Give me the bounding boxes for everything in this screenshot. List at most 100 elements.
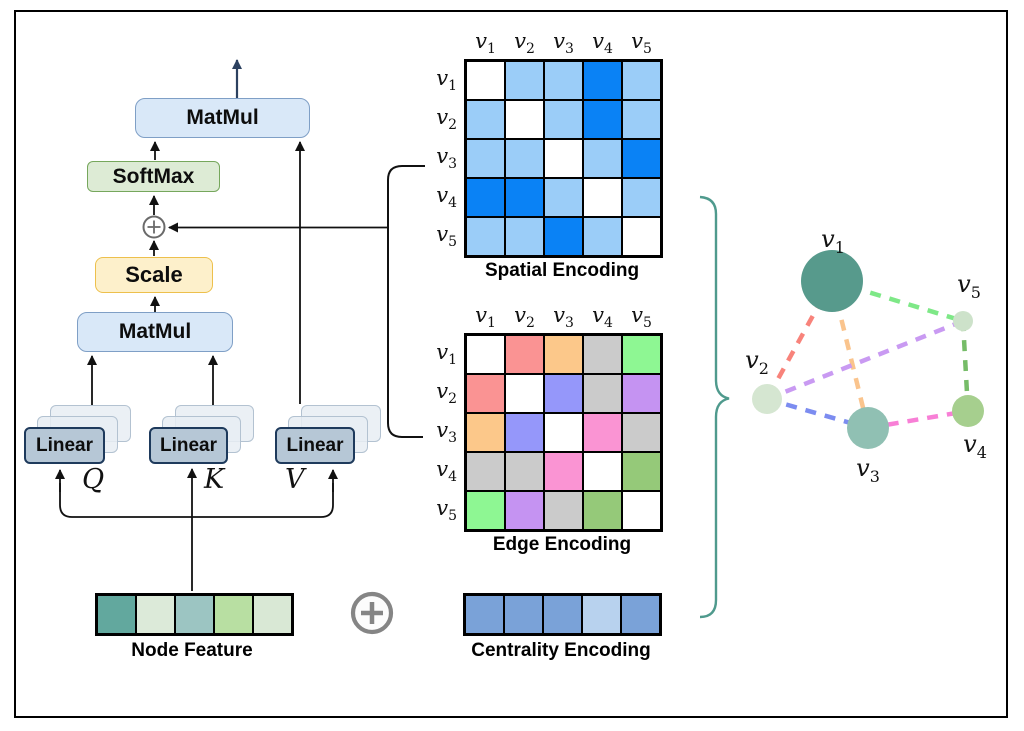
matrix-row-header: v2 [425,374,464,413]
vertex-label: v1 [475,302,496,331]
matrix-cell [583,217,622,256]
vertex-label: v5 [436,496,457,525]
matrix-row-header: v4 [425,452,464,491]
matmul-bottom-box: MatMul [77,312,233,352]
graph-node-v5 [953,311,973,331]
matrix-cell [622,139,661,178]
matrix-column-header: v4 [583,29,622,57]
matrix-column-header: v2 [505,302,544,331]
strip-cell [253,595,292,634]
matrix-cell [583,374,622,413]
matrix-cell [466,178,505,217]
matrix-cell [583,452,622,491]
qkv-fanout-curve [59,483,334,518]
strip-cell [175,595,214,634]
matrix-cell [466,374,505,413]
vertex-label: v3 [436,418,457,447]
matrix-column-header: v3 [544,29,583,57]
matrix-row-header: v5 [425,217,464,256]
matrix-cell [544,100,583,139]
matrix-cell [544,139,583,178]
matrix-cell [505,335,544,374]
strip-cell [582,595,621,634]
linear-v-box: Linear [275,427,355,464]
linear-k-label: Linear [159,434,218,456]
vertex-label: v5 [436,222,457,251]
vertex-label: v2 [514,28,535,57]
matrix-cell [505,139,544,178]
matrix-cell [544,335,583,374]
vertex-label: v2 [514,302,535,331]
matrix-cell [466,217,505,256]
matmul-top-label: MatMul [186,106,259,129]
add-icon-large [350,591,394,635]
matrix-row-header: v2 [425,100,464,139]
matrix-row-header: v5 [425,491,464,530]
matrix-grid [464,333,663,532]
matrix-cell [544,217,583,256]
linear-q-box: Linear [24,427,105,464]
graph-node-v3 [847,407,889,449]
linear-q-label: Linear [35,434,94,456]
graph-node-label-v4: v4 [963,430,987,462]
graph-edge-v4-v5 [960,320,971,412]
matrix-cell [505,178,544,217]
linear-k-box: Linear [149,427,228,464]
matrix-row-header: v3 [425,139,464,178]
graph-node-v4 [952,395,984,427]
matrix-cell [622,374,661,413]
matrix-column-header: v2 [505,28,544,57]
matrix-cell [622,491,661,530]
scale-box: Scale [95,257,213,293]
matrix-cell [622,178,661,217]
encoding-bracket [387,165,425,438]
strip-cell [136,595,175,634]
matmul-top-box: MatMul [135,98,310,138]
matrix-grid [464,59,663,258]
graph-node-v1 [801,250,863,312]
k-label: K [204,464,225,495]
matrix-cell [583,491,622,530]
strip-cell [504,595,543,634]
matrix-cell [622,61,661,100]
matrix-row-header: v1 [425,335,464,374]
matrix-cell [583,178,622,217]
matrix-column-header: v5 [622,29,661,57]
strip-cell [214,595,253,634]
strip-cell [465,595,504,634]
matrix-cell [544,452,583,491]
matrix-column-header: v1 [466,302,505,331]
matrix-cell [544,61,583,100]
matrix-row-headers: v1 v2 v3 v4 v5 [425,335,464,530]
matrix-cell [583,335,622,374]
node-feature-title: Node Feature [131,640,253,661]
matrix-cell [544,374,583,413]
matrix-cell [583,61,622,100]
vertex-label: v2 [436,379,457,408]
vertex-label: v1 [475,28,496,57]
spatial-encoding-title: Spatial Encoding [484,260,640,281]
q-label: Q [82,464,105,495]
matrix-cell [622,335,661,374]
graph-node-label-v1: v1 [821,225,845,257]
strip-cell [97,595,136,634]
matmul-bottom-label: MatMul [118,320,192,343]
graph-edge-v3-v4 [867,408,969,431]
matrix-cell [505,374,544,413]
matrix-cell [466,335,505,374]
linear-v-label: Linear [286,434,344,456]
vertex-label: v3 [553,302,574,331]
centrality-encoding-title: Centrality Encoding [471,640,651,661]
matrix-cell [583,413,622,452]
matrix-column-header: v5 [622,303,661,331]
matrix-cell [544,491,583,530]
strip-cell [621,595,660,634]
matrix-cell [466,452,505,491]
graph-node-label-v5: v5 [957,270,981,302]
matrix-cell [583,139,622,178]
matrix-cell [466,139,505,178]
edge-encoding-title: Edge Encoding [492,534,632,555]
